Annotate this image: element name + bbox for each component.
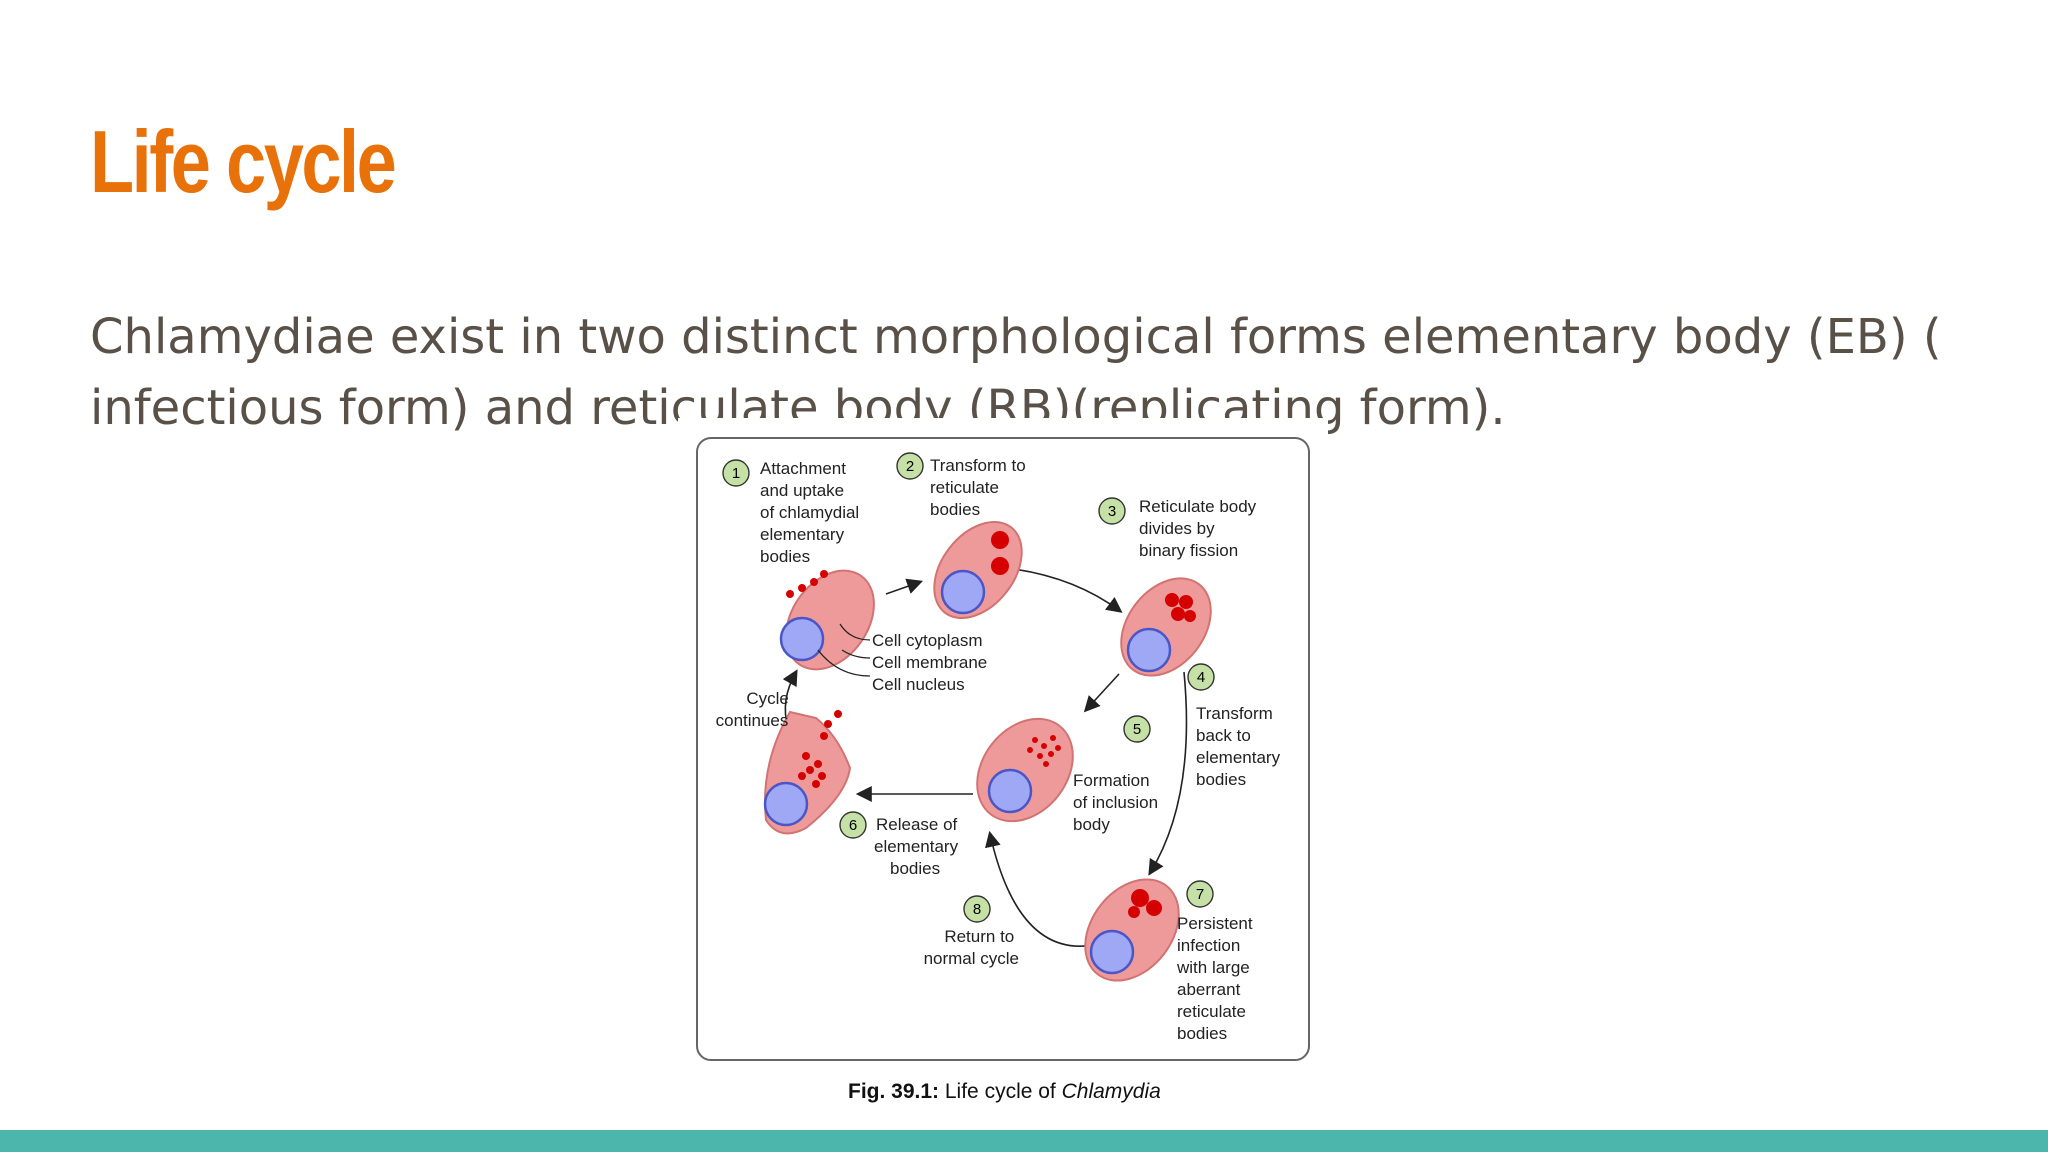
- step-5-circle: [1123, 715, 1151, 743]
- caption-text: Life cycle of: [944, 1080, 1056, 1103]
- step-6-label: Release of elementary bodies: [874, 815, 963, 878]
- caption-italic: Chlamydia: [1061, 1080, 1161, 1103]
- step-8-number: 8: [973, 901, 981, 918]
- slide-title: Life cycle: [90, 112, 397, 211]
- step-2-label: Transform to reticulate bodies: [930, 456, 1030, 519]
- slide-body-text: Chlamydiae exist in two distinct morphol…: [90, 309, 1942, 436]
- cycle-arrows: [782, 567, 1188, 947]
- step-4-circle: [1187, 663, 1215, 691]
- step-8-circle: [963, 895, 991, 923]
- footer-bar: [0, 1130, 2048, 1152]
- step-1-circle: [722, 459, 750, 487]
- cell-7: [1084, 878, 1180, 982]
- step-7-circle: [1186, 880, 1214, 908]
- cycle-continues-label: Cycle continues: [716, 689, 794, 730]
- caption-label: Fig. 39.1:: [848, 1080, 940, 1103]
- life-cycle-diagram: 1 2 3 4 5 6 7 8 Attachment and uptake of…: [696, 437, 1310, 1061]
- step-2-circle: [896, 452, 924, 480]
- step-4-number: 4: [1197, 669, 1205, 686]
- step-3-circle: [1098, 497, 1126, 525]
- figure-border: [696, 437, 1310, 1061]
- cell-part-labels: Cell cytoplasm Cell membrane Cell nucleu…: [872, 631, 992, 694]
- cell-6: [763, 710, 852, 835]
- figure-caption: Fig. 39.1: Life cycle of Chlamydia: [848, 1080, 1161, 1104]
- cell-1: [779, 569, 875, 671]
- step-1-label: Attachment and uptake of chlamydial elem…: [760, 459, 864, 566]
- cell-label-pointers: [817, 623, 871, 677]
- step-5-number: 5: [1133, 721, 1141, 738]
- step-7-number: 7: [1196, 886, 1204, 903]
- step-3-number: 3: [1108, 503, 1116, 520]
- step-6-circle: [839, 811, 867, 839]
- step-3-label: Reticulate body divides by binary fissio…: [1139, 497, 1261, 560]
- step-1-number: 1: [732, 465, 740, 482]
- cell-5: [976, 717, 1074, 823]
- step-8-label: Return to normal cycle: [924, 927, 1019, 968]
- step-number-circles: 1 2 3 4 5 6 7 8: [722, 452, 1215, 923]
- cell-2: [933, 521, 1023, 619]
- cell-3: [1120, 577, 1212, 677]
- step-6-number: 6: [849, 817, 857, 834]
- step-labels: Attachment and uptake of chlamydial elem…: [716, 456, 1285, 1043]
- life-cycle-figure: 1 2 3 4 5 6 7 8 Attachment and uptake of…: [678, 418, 1328, 1120]
- step-5-label: Formation of inclusion body: [1073, 771, 1163, 834]
- step-4-label: Transform back to elementary bodies: [1196, 704, 1285, 789]
- step-7-label: Persistent infection with large aberrant…: [1176, 914, 1257, 1043]
- step-2-number: 2: [906, 458, 914, 475]
